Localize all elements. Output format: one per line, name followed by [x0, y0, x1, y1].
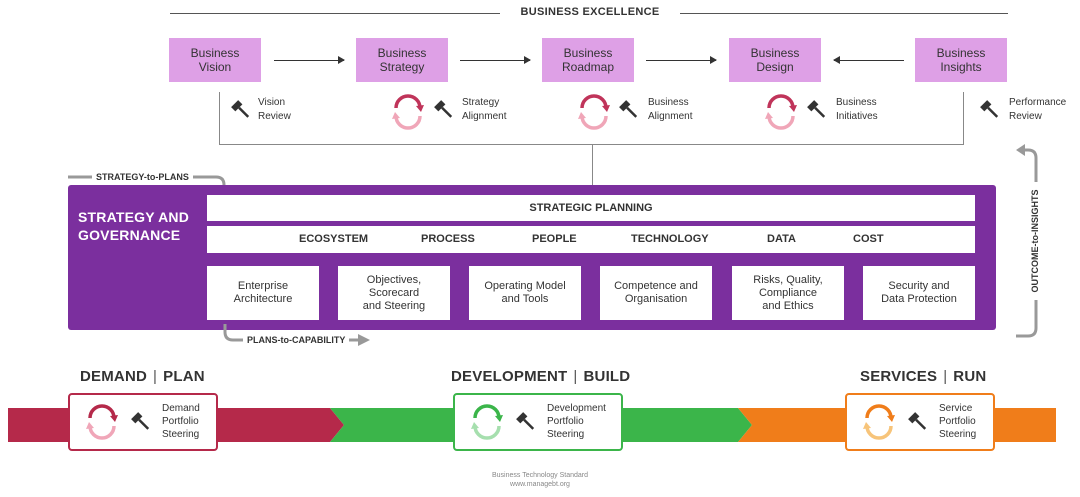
strategic-planning-label: STRATEGIC PLANNING	[529, 202, 653, 214]
business-vision-box: Business Vision	[169, 38, 261, 82]
vision-review-label: Vision Review	[258, 97, 291, 122]
gavel-icon	[980, 100, 999, 118]
vision-connector	[219, 92, 220, 144]
capability-enterprise-architecture: Enterprise Architecture	[207, 266, 319, 320]
performance-review-label: Performance Review	[1009, 97, 1067, 122]
arrow-strategy-to-roadmap	[460, 56, 531, 64]
plans-to-capability-label: PLANS-to-CAPABILITY	[243, 335, 350, 345]
plans-to-capability-arrow	[223, 324, 370, 346]
dimension-people: PEOPLE	[532, 233, 577, 245]
lane-title-a: SERVICES	[860, 368, 938, 385]
footer-line-1: Business Technology Standard	[492, 472, 588, 479]
gavel-icon	[807, 100, 826, 118]
cycle-icon	[765, 94, 797, 130]
cycle-icon	[863, 404, 895, 440]
business-insights-box: Business Insights	[915, 38, 1007, 82]
outcome-to-insights-label: OUTCOME-to-INSIGHTS	[1030, 182, 1040, 300]
bottom-connector	[219, 144, 964, 145]
center-connector	[592, 144, 593, 185]
business-initiatives-label: Business Initiatives	[836, 97, 878, 122]
dimension-technology: TECHNOLOGY	[631, 233, 709, 245]
demand-steering-label: Demand Portfolio Steering	[162, 403, 200, 440]
gavel-icon	[619, 100, 638, 118]
dimension-cost: COST	[853, 233, 884, 245]
cycle-icon	[86, 404, 118, 440]
development-steering-box	[453, 393, 623, 451]
gavel-icon	[231, 100, 250, 118]
lane-title-a: DEVELOPMENT	[451, 368, 568, 385]
lane-separator: |	[573, 368, 578, 385]
dimension-process: PROCESS	[421, 233, 475, 245]
capability-objectives-scorecard: Objectives, Scorecard and Steering	[338, 266, 450, 320]
capability-competence: Competence and Organisation	[600, 266, 712, 320]
dimension-data: DATA	[767, 233, 796, 245]
lane-title-development: DEVELOPMENT | BUILD	[451, 368, 630, 385]
capability-operating-model: Operating Model and Tools	[469, 266, 581, 320]
lane-title-demand: DEMAND | PLAN	[80, 368, 205, 385]
strategy-alignment-label: Strategy Alignment	[462, 97, 507, 122]
strategic-planning-bar	[207, 195, 975, 221]
strategy-to-plans-label: STRATEGY-to-PLANS	[92, 172, 193, 182]
footer: Business Technology Standard www.manageb…	[440, 471, 640, 489]
dimension-ecosystem: ECOSYSTEM	[299, 233, 369, 245]
footer-line-2: www.managebt.org	[510, 481, 570, 488]
lane-title-services: SERVICES | RUN	[860, 368, 986, 385]
lane-separator: |	[153, 368, 158, 385]
gavel-icon	[434, 100, 453, 118]
cycle-icon	[471, 404, 503, 440]
lane-separator: |	[943, 368, 948, 385]
lane-title-b: PLAN	[163, 368, 205, 385]
cycle-icon	[392, 94, 424, 130]
gavel-icon	[516, 412, 535, 430]
arrow-vision-to-strategy	[274, 56, 345, 64]
business-strategy-box: Business Strategy	[356, 38, 448, 82]
development-steering-label: Development Portfolio Steering	[547, 403, 606, 440]
capability-risks-quality: Risks, Quality, Compliance and Ethics	[732, 266, 844, 320]
capability-security: Security and Data Protection	[863, 266, 975, 320]
service-steering-label: Service Portfolio Steering	[939, 403, 977, 440]
lane-title-b: RUN	[953, 368, 987, 385]
business-roadmap-box: Business Roadmap	[542, 38, 634, 82]
insights-connector	[963, 92, 964, 144]
lane-title-a: DEMAND	[80, 368, 148, 385]
gavel-icon	[908, 412, 927, 430]
business-excellence-title: BUSINESS EXCELLENCE	[500, 6, 680, 18]
lane-title-b: BUILD	[583, 368, 631, 385]
arrow-insights-to-design	[833, 56, 904, 64]
arrow-roadmap-to-design	[646, 56, 717, 64]
strategy-governance-title: STRATEGY AND GOVERNANCE	[78, 209, 190, 243]
business-design-box: Business Design	[729, 38, 821, 82]
dimensions-bar	[207, 226, 975, 253]
cycle-icon	[578, 94, 610, 130]
business-alignment-label: Business Alignment	[648, 97, 693, 122]
gavel-icon	[131, 412, 150, 430]
